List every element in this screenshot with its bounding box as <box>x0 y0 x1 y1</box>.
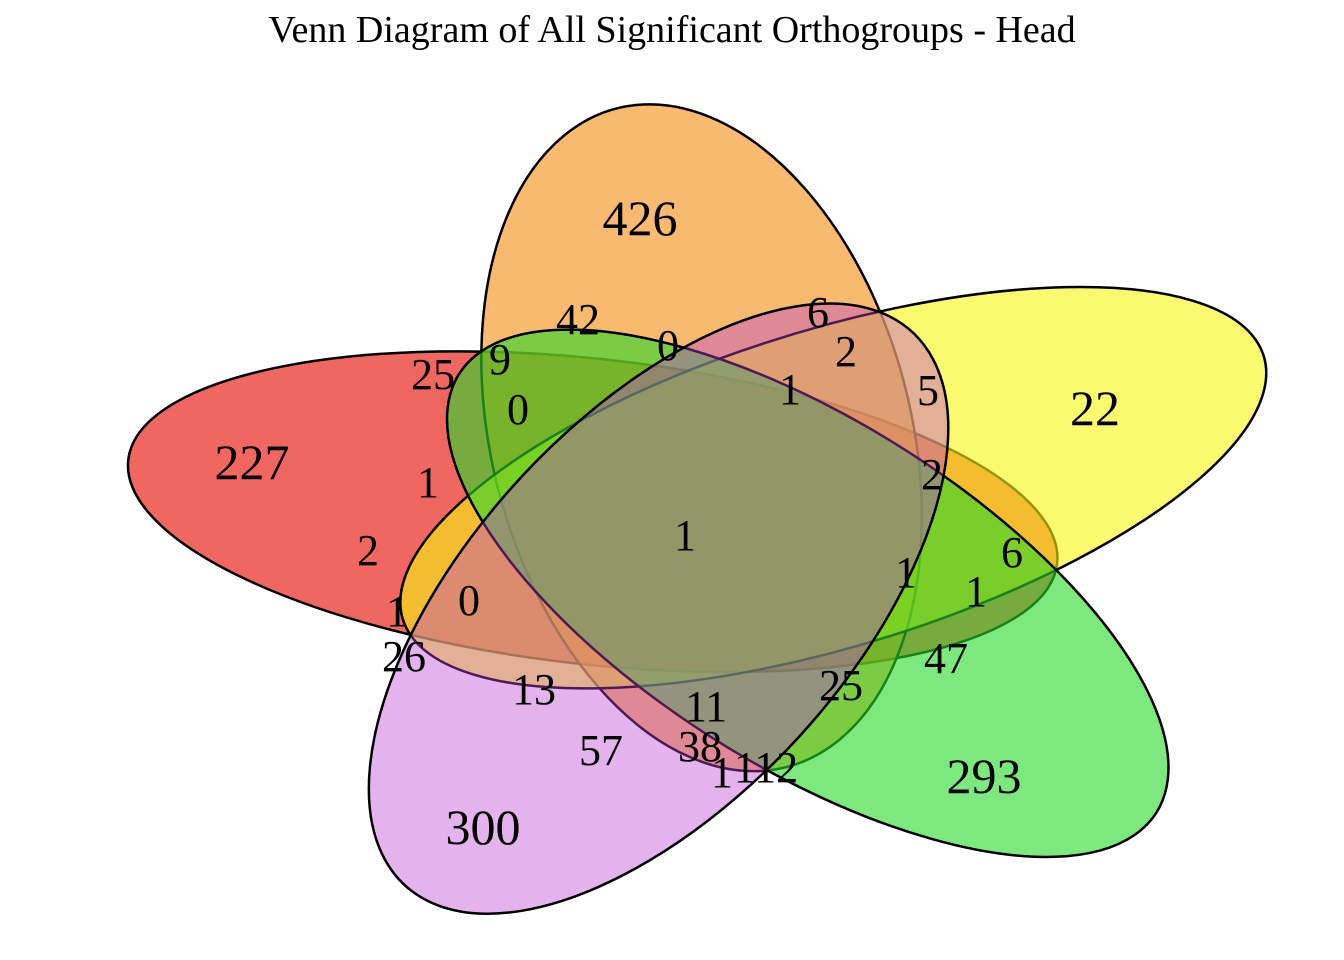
venn-ellipse-green <box>328 246 1287 940</box>
chart-title: Venn Diagram of All Significant Orthogro… <box>268 9 1076 51</box>
venn-ellipse-purple <box>250 241 1067 960</box>
venn-ellipses-group <box>93 84 1344 960</box>
